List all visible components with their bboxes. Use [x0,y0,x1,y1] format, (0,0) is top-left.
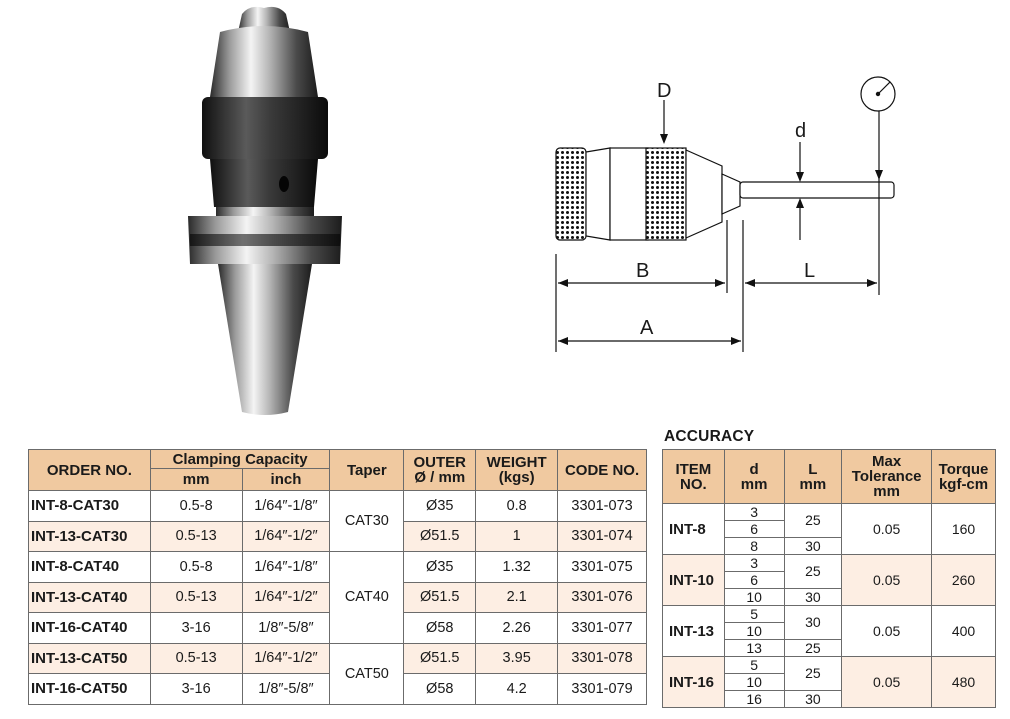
table-row: INT-13-CAT30 0.5-13 1/64″-1/2″ Ø51.5 1 3… [28,520,647,552]
drill-chuck-photo [188,6,342,415]
table-row: INT-13-CAT50 0.5-13 1/64″-1/2″ CAT50 Ø51… [28,642,647,705]
header-order-no: ORDER NO. [28,449,151,491]
diagram-label-a: A [640,317,654,339]
diagram-label-d-lower: d [795,120,807,142]
diagram-label-b: B [636,260,650,282]
diagram-label-d-upper: D [657,80,672,102]
accuracy-row: 16 30 [663,690,996,708]
taper-cell: CAT50 [329,642,405,705]
header-clamping-capacity: Clamping Capacity [149,449,331,469]
diagram-label-l: L [804,260,816,282]
header-mm: mm [149,468,243,491]
table-row: INT-8-CAT40 0.5-8 1/64″-1/8″ CAT40 Ø35 1… [28,551,647,644]
table-row: INT-8-CAT30 0.5-8 1/64″-1/8″ CAT30 Ø35 0… [28,490,647,552]
accuracy-row: 8 30 [663,537,996,555]
accuracy-title: ACCURACY [664,428,755,445]
accuracy-row: 10 [663,673,996,691]
taper-cell: CAT30 [329,490,405,552]
header-code-no: CODE NO. [557,449,647,491]
dimension-diagram [555,76,896,352]
accuracy-row: INT-8 3 25 0.05 160 [662,503,996,555]
accuracy-row: INT-13 5 30 0.05 400 [662,605,996,657]
header-taper: Taper [329,449,405,491]
accuracy-row: INT-16 5 25 0.05 480 [662,656,996,708]
taper-cell: CAT40 [329,551,405,644]
header-weight: WEIGHT(kgs) [475,449,559,491]
table-row: INT-13-CAT40 0.5-13 1/64″-1/2″ Ø51.5 2.1… [28,581,647,613]
accuracy-row: INT-10 3 25 0.05 260 [662,554,996,606]
table-row: INT-16-CAT50 3-16 1/8″-5/8″ Ø58 4.2 3301… [28,673,647,705]
header-inch: inch [241,468,331,491]
